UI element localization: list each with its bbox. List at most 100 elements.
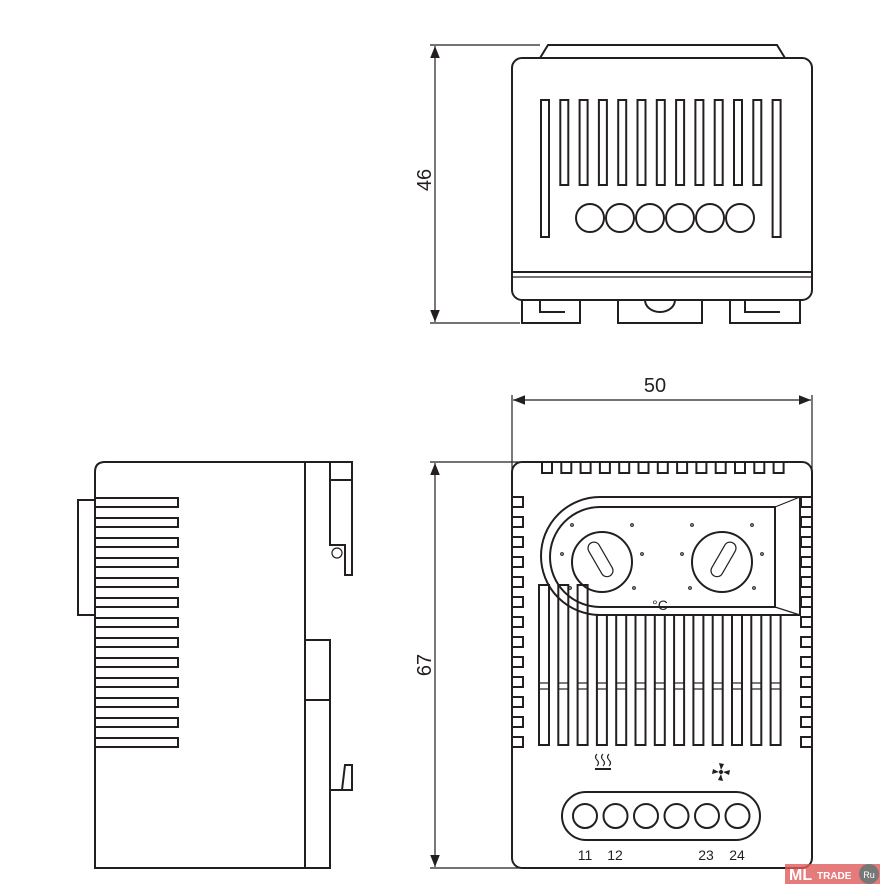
vent-slot (617, 99, 628, 186)
vent-slot (673, 614, 686, 746)
vent-slot (557, 584, 570, 746)
vent-slat (94, 617, 179, 628)
vent-slat (94, 677, 179, 688)
vent-square (598, 461, 611, 474)
vent-square (800, 496, 813, 508)
vent-slot (538, 584, 550, 746)
vent-square (511, 656, 524, 668)
heater-dial (571, 531, 633, 593)
svg-text:Ru: Ru (863, 870, 875, 880)
terminal-hole (695, 203, 725, 233)
vent-square (511, 636, 524, 648)
vent-square (511, 576, 524, 588)
top-view (511, 44, 813, 324)
terminal-hole (633, 803, 659, 829)
vent-square (618, 461, 631, 474)
vent-slat (94, 717, 179, 728)
vent-slot (733, 99, 743, 186)
vent-slot (694, 99, 705, 186)
vent-square (511, 716, 524, 728)
vent-square (511, 696, 524, 708)
vent-slat (94, 537, 179, 548)
scale-dot (560, 552, 564, 556)
vent-slot (769, 614, 782, 746)
vent-square (772, 461, 785, 474)
front-view: °C 11 12 23 24 (511, 461, 813, 869)
scale-dot (568, 586, 572, 590)
vent-slat (94, 697, 179, 708)
terminal-hole (665, 203, 695, 233)
vent-slot (711, 614, 724, 746)
heater-icon (594, 753, 612, 770)
scale-dot (688, 586, 692, 590)
vent-slot (752, 99, 763, 186)
vent-slot (713, 99, 724, 186)
vent-slat (94, 637, 179, 648)
watermark-logo: ML TRADE Ru (785, 864, 880, 884)
vent-square (637, 461, 650, 474)
vent-square (800, 596, 813, 608)
vent-square (511, 736, 524, 748)
vent-square (800, 656, 813, 668)
vent-square (800, 636, 813, 648)
vent-square (800, 736, 813, 748)
vent-square (800, 696, 813, 708)
vent-slot (655, 99, 666, 186)
vent-square (753, 461, 766, 474)
scale-dot (760, 552, 764, 556)
terminal-hole (725, 203, 755, 233)
vent-square (511, 536, 524, 548)
vent-square (714, 461, 727, 474)
vent-slat (94, 497, 179, 508)
vent-square (800, 616, 813, 628)
dial-knob (587, 541, 614, 578)
vent-square (541, 461, 553, 474)
vent-slot (653, 614, 666, 746)
vent-slat (94, 657, 179, 668)
vent-slot (634, 614, 647, 746)
vent-slot (636, 99, 647, 186)
celsius-label: °C (652, 597, 668, 613)
vent-square (800, 576, 813, 588)
vent-slot (576, 584, 589, 746)
side-view (77, 461, 353, 869)
vent-slat (94, 577, 179, 588)
vent-square (511, 516, 524, 528)
dimension-67: 67 (414, 461, 520, 869)
vent-slot (559, 99, 570, 186)
scale-dot (680, 552, 684, 556)
vent-square (800, 716, 813, 728)
scale-dot (690, 523, 694, 527)
terminal-hole (575, 203, 605, 233)
vent-square (511, 556, 524, 568)
vent-square (800, 556, 813, 568)
fan-icon (712, 763, 730, 781)
vent-slat (94, 737, 179, 748)
scale-dot (570, 523, 574, 527)
svg-text:TRADE: TRADE (817, 871, 852, 882)
terminal-hole (635, 203, 665, 233)
vent-slot (597, 99, 608, 186)
dimension-50-label: 50 (644, 375, 666, 397)
vent-square (800, 536, 813, 548)
vent-slot (731, 614, 743, 746)
terminal-24: 24 (729, 847, 745, 863)
vent-square (734, 461, 746, 474)
dimension-50: 50 (511, 375, 813, 470)
vent-slot (675, 99, 686, 186)
fan-dial (691, 531, 753, 593)
vent-square (695, 461, 708, 474)
vent-slat (94, 517, 179, 528)
dial-knob (710, 541, 737, 578)
terminal-23: 23 (698, 847, 714, 863)
vent-slot (578, 99, 589, 186)
terminal-hole (605, 203, 635, 233)
vent-slat (94, 597, 179, 608)
scale-dot (632, 586, 636, 590)
vent-slot (692, 614, 705, 746)
terminal-hole (694, 803, 720, 829)
terminal-12: 12 (607, 847, 623, 863)
terminal-hole (724, 803, 751, 829)
scale-dot (752, 586, 756, 590)
